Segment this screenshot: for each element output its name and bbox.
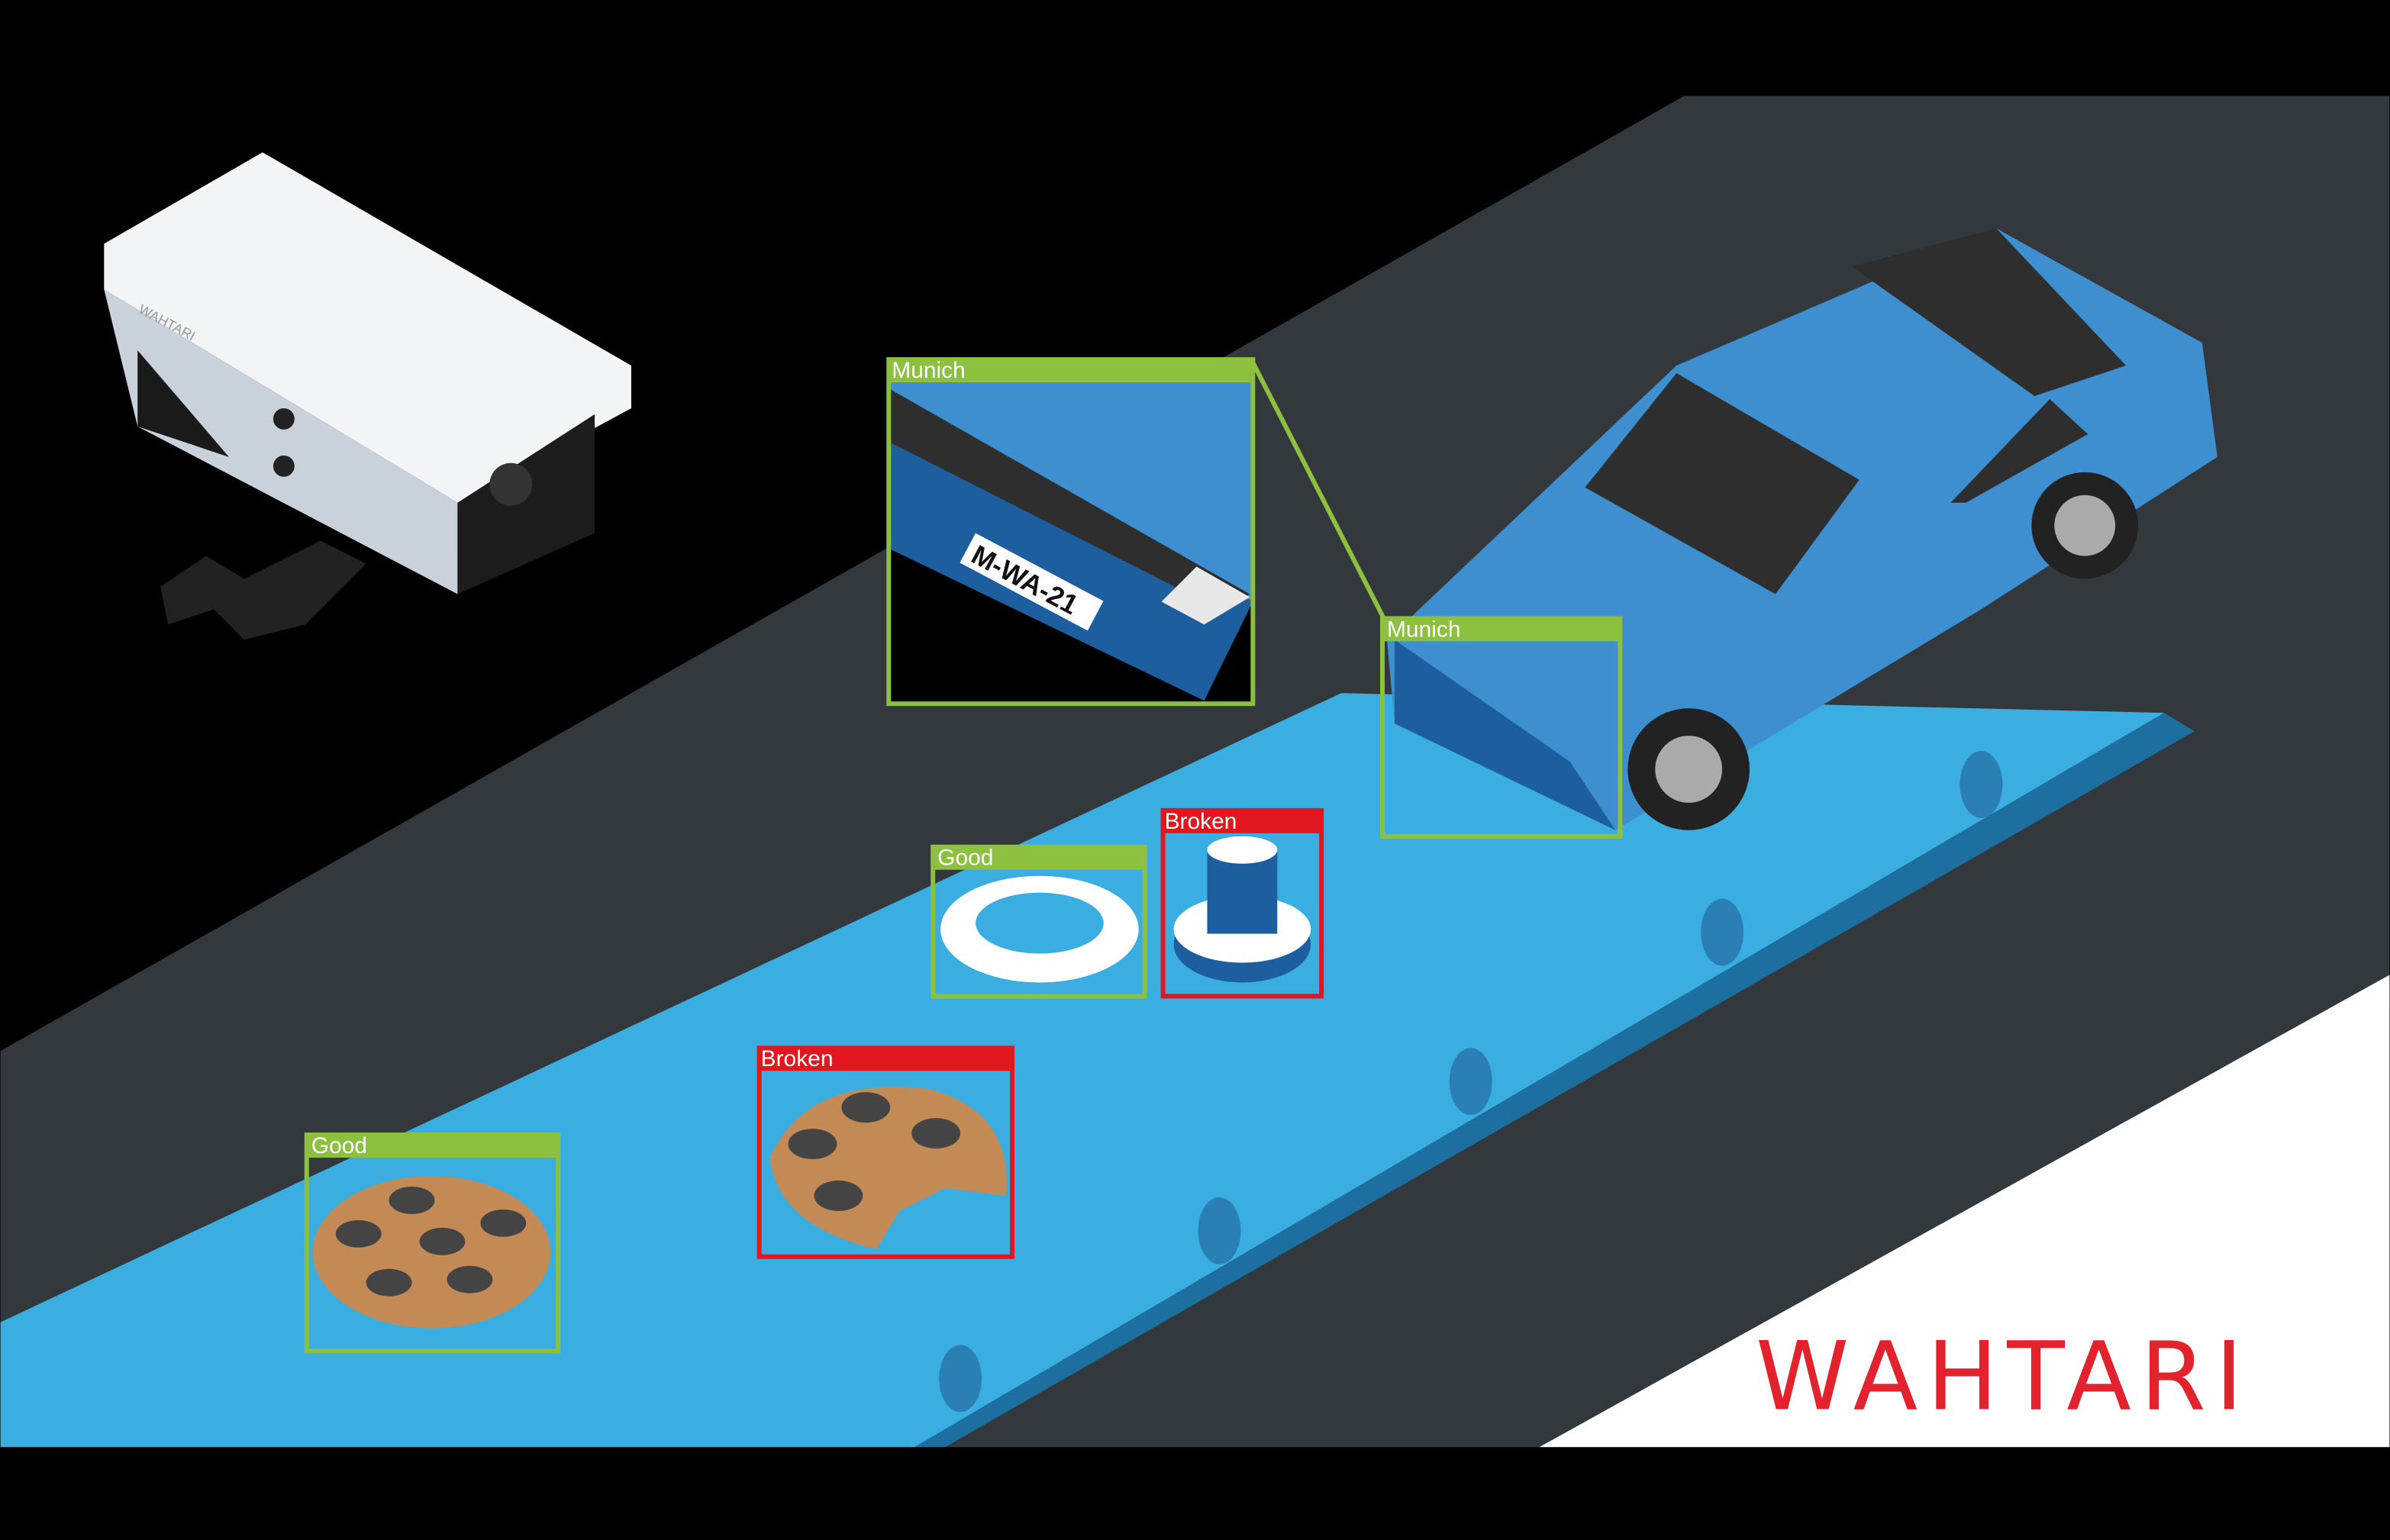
detection-label: Munich [1387, 617, 1461, 642]
brand-logo: WAHTARI [1756, 1322, 2252, 1432]
belt-side [914, 713, 2195, 1448]
cylinder-part [1173, 836, 1311, 983]
camera: WAHTARI [104, 152, 631, 640]
detection-label: Munich [892, 358, 966, 383]
cookie-good [312, 1175, 551, 1329]
detection-box-cylinder[interactable]: Broken [1160, 807, 1324, 999]
detection-box-cookie-broken[interactable]: Broken [756, 1045, 1014, 1259]
cookie-broken [769, 1087, 1007, 1249]
white-floor [1539, 975, 2390, 1448]
plate-zoom: M-WA-21 [889, 382, 1253, 704]
detection-label: Broken [761, 1046, 834, 1071]
detection-box-cookie-good[interactable]: Good [304, 1132, 561, 1354]
detection-box-plate[interactable]: Munich [886, 357, 1256, 707]
zoom-connector [1250, 361, 1389, 626]
detection-label: Good [311, 1133, 367, 1158]
detection-label: Broken [1165, 809, 1237, 834]
belt-rollers [939, 751, 2003, 1413]
detection-label: Good [937, 846, 993, 871]
detection-box-car[interactable]: Munich [1380, 616, 1623, 839]
detection-box-ring[interactable]: Good [931, 844, 1147, 999]
car [1387, 228, 2217, 830]
